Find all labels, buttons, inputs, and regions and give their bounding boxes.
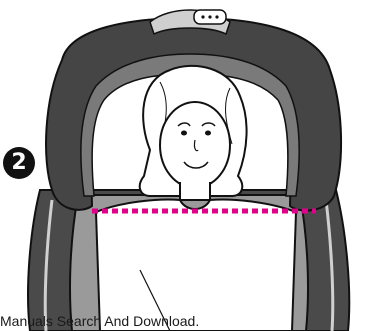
button-dot-1: [201, 15, 204, 18]
button-dot-2: [208, 15, 211, 18]
watermark-text: Manuals Search And Download.: [0, 313, 199, 329]
left-eye: [181, 131, 187, 136]
child-shirt: [96, 200, 296, 331]
right-eye: [205, 131, 211, 136]
step-number-badge: 2: [3, 147, 35, 179]
button-dot-3: [215, 15, 218, 18]
child-neck: [180, 182, 210, 200]
